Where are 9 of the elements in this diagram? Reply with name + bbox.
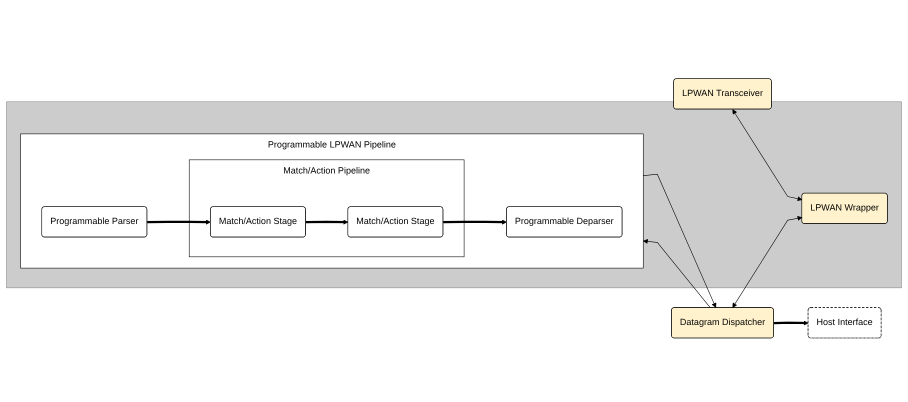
arrow	[732, 109, 802, 202]
arrow	[147, 220, 211, 225]
arrow	[774, 320, 809, 326]
arrow	[642, 174, 716, 308]
arrow	[443, 220, 507, 225]
arrow	[306, 220, 348, 225]
arrow	[643, 238, 710, 308]
arrow	[732, 216, 802, 308]
cluster	[6, 101, 902, 288]
